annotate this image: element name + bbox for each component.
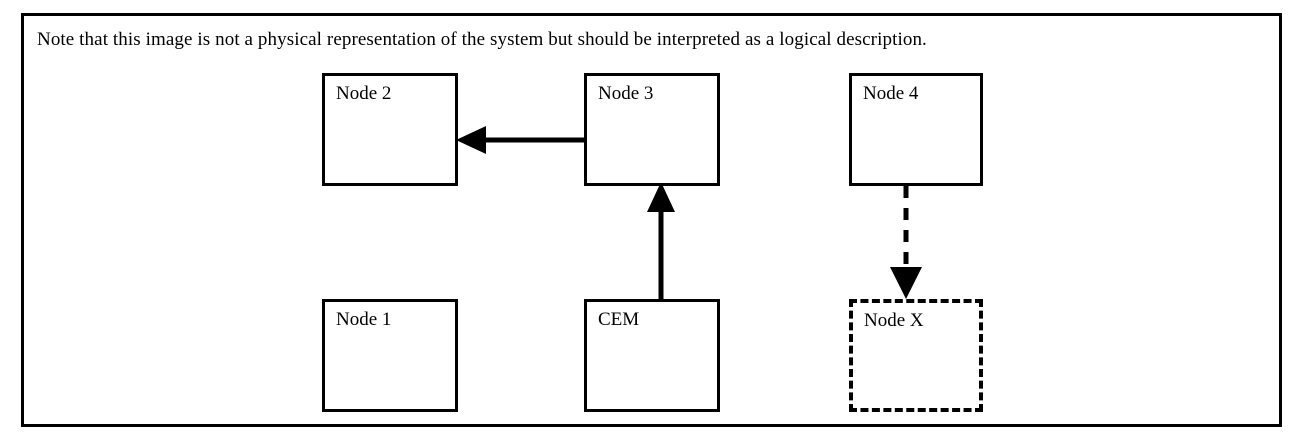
node-box-node-1[interactable]: Node 1 [322,299,458,412]
node-box-node-x[interactable]: Node X [849,299,983,412]
node-box-node-3[interactable]: Node 3 [584,73,720,186]
edge-node3-to-node2 [456,126,584,154]
figure-caption: Note that this image is not a physical r… [37,29,927,50]
node-label: CEM [598,309,640,330]
node-label: Node 4 [863,83,919,104]
node-box-node-4[interactable]: Node 4 [849,73,983,186]
edge-cem-to-node3 [647,182,675,299]
figure-frame: Note that this image is not a physical r… [21,13,1282,427]
node-label: Node 2 [336,83,392,104]
node-label: Node 1 [336,309,392,330]
node-box-node-2[interactable]: Node 2 [322,73,458,186]
node-box-cem[interactable]: CEM [584,299,720,412]
node-label: Node 3 [598,83,654,104]
edge-node4-to-nodex [890,186,922,299]
node-label: Node X [864,310,924,331]
